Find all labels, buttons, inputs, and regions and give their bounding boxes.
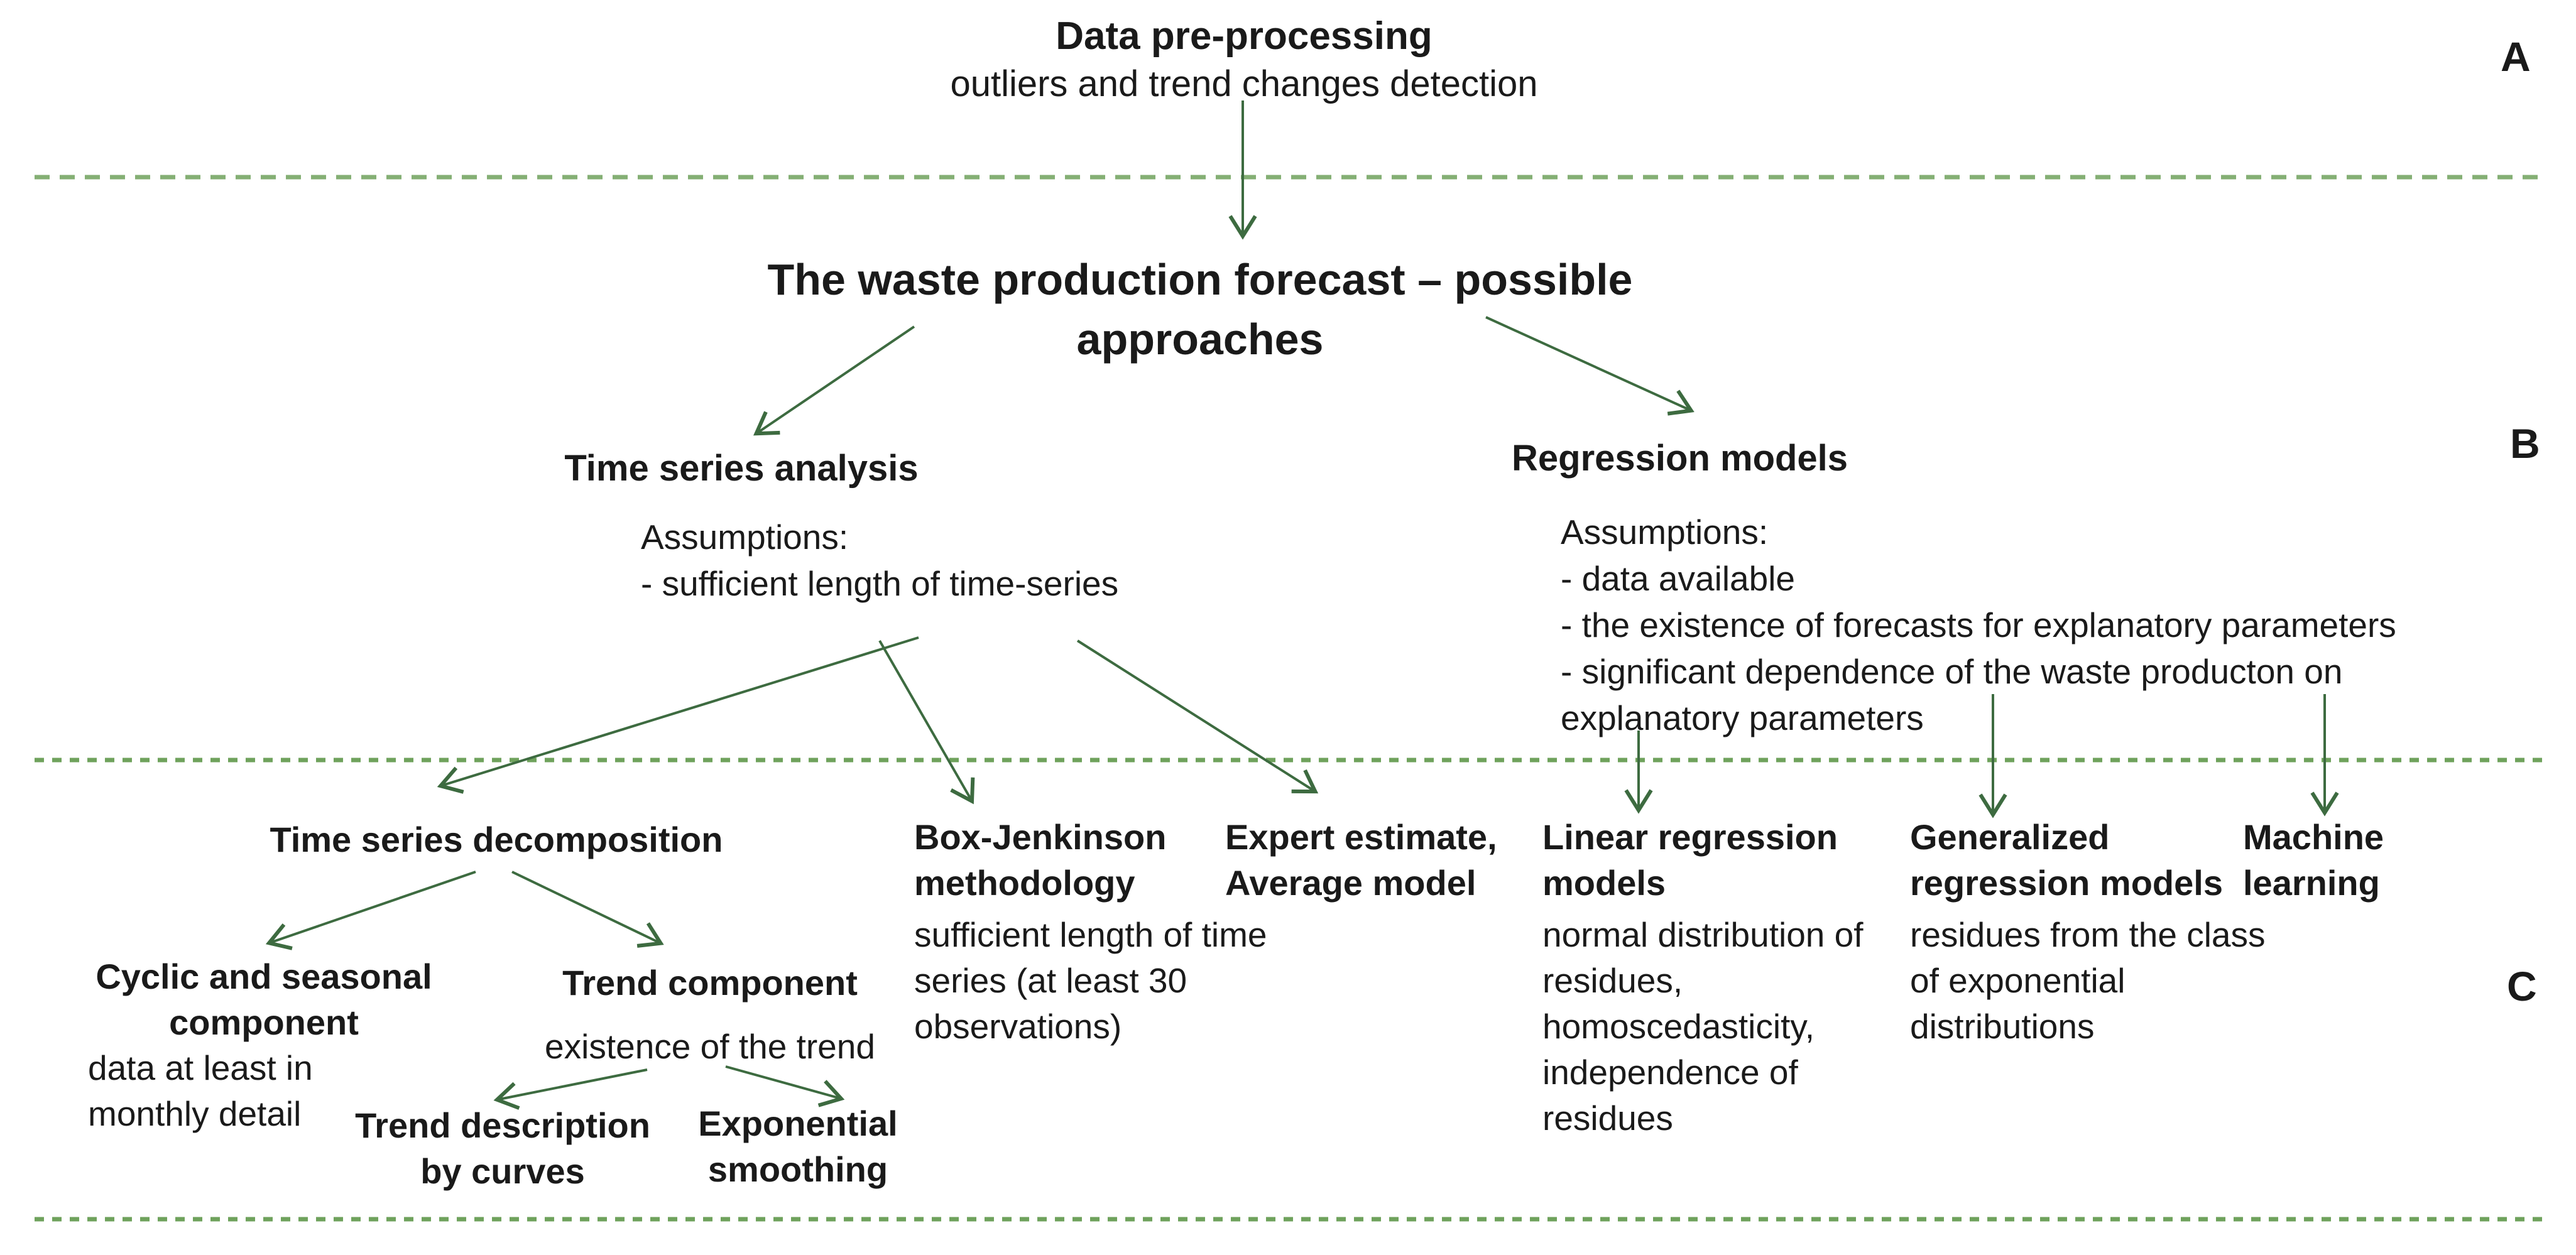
node-trend-component-body: existence of the trend — [545, 1027, 875, 1066]
section-label-b: B — [2510, 420, 2540, 467]
arrow-tsa-to-decomposition — [437, 636, 919, 794]
node-box-jenkinson-title: Box-Jenkinson methodology — [914, 817, 1167, 903]
node-data-preprocessing-title: Data pre-processing — [1056, 14, 1433, 58]
node-linear-regression-body: normal distribution of residues, homosce… — [1542, 915, 1864, 1138]
assumptions-label: Assumptions: — [641, 518, 849, 557]
node-box-jenkinson-body: sufficient length of time series (at lea… — [914, 915, 1267, 1046]
node-regression-models-title: Regression models — [1512, 438, 1848, 479]
node-trend-component-title: Trend component — [562, 963, 858, 1002]
arrow-tsa-to-box-jenkinson — [878, 640, 975, 805]
node-main-title: The waste production forecast – possible… — [767, 255, 1633, 364]
arrow-tsa-to-expert — [1076, 639, 1319, 794]
arrow-decomposition-to-trend — [511, 871, 664, 948]
arrow-trend-to-smoothing — [725, 1065, 845, 1107]
assumption-item: - sufficient length of time-series — [641, 564, 1119, 603]
node-data-preprocessing: Data pre-processing outliers and trend c… — [930, 11, 1558, 107]
node-time-series-analysis-title: Time series analysis — [564, 448, 919, 489]
assumption-item: - significant dependence of the waste pr… — [1561, 652, 2343, 737]
arrow-decomposition-to-cyclic — [265, 871, 476, 950]
node-generalized-regression-title: Generalized regression models — [1910, 817, 2223, 903]
node-machine-learning: Machine learning — [2243, 817, 2384, 903]
arrow-trend-to-curves — [493, 1068, 648, 1110]
node-data-preprocessing-subtitle: outliers and trend changes detection — [950, 63, 1538, 104]
node-time-series-analysis-assumptions: Assumptions: - sufficient length of time… — [641, 514, 1206, 607]
node-trend-description-by-curves: Trend description by curves — [355, 1106, 650, 1191]
node-linear-regression-title: Linear regression models — [1542, 817, 1838, 903]
node-generalized-regression-body: residues from the class of exponential d… — [1910, 915, 2266, 1046]
node-expert-estimate: Expert estimate, Average model — [1225, 817, 1497, 903]
section-label-a: A — [2501, 33, 2531, 80]
node-time-series-decomposition: Time series decomposition — [270, 820, 723, 859]
assumption-item: - the existence of forecasts for explana… — [1561, 606, 2396, 644]
section-label-c: C — [2507, 963, 2537, 1009]
assumption-item: - data available — [1561, 559, 1796, 598]
node-regression-models-assumptions: Assumptions: - data available - the exis… — [1561, 509, 2478, 741]
node-cyclic-seasonal-title: Cyclic and seasonal component — [96, 957, 432, 1042]
assumptions-label: Assumptions: — [1561, 513, 1769, 551]
node-cyclic-seasonal-body: data at least in monthly detail — [88, 1048, 313, 1133]
node-exponential-smoothing: Exponential smoothing — [698, 1104, 898, 1189]
